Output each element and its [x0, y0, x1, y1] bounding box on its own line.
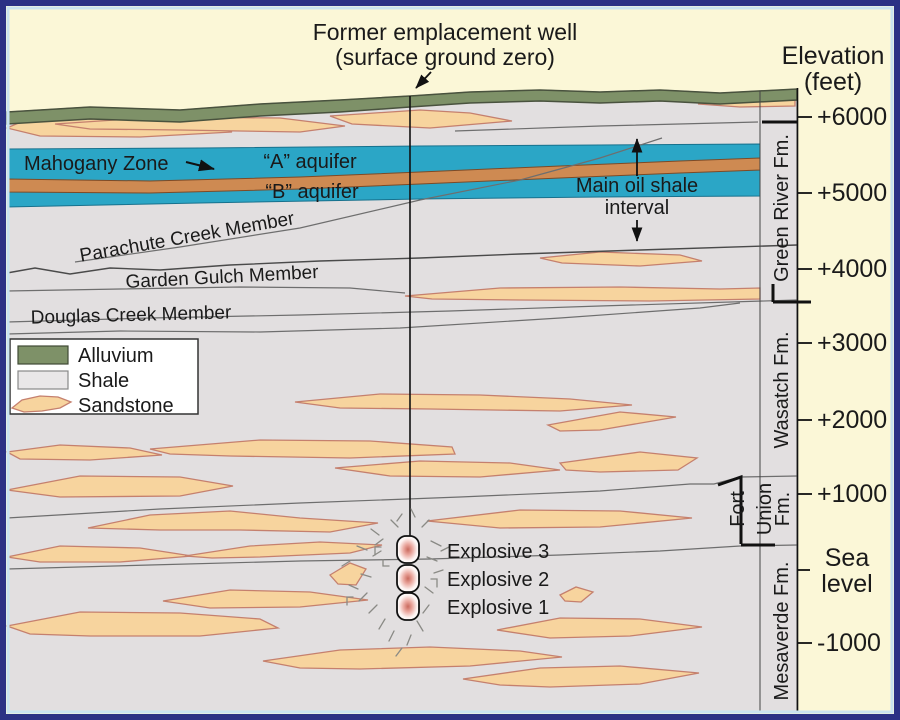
sandstone-lens	[6, 475, 234, 498]
sandstone-lens	[426, 509, 693, 529]
legend-sandstone-label: Sandstone	[78, 395, 174, 417]
explosive-3-label: Explosive 3	[447, 541, 549, 563]
formation-label-fort-fm: Fm.	[772, 492, 794, 526]
tick-2000: +2000	[817, 406, 887, 434]
legend-alluvium-swatch	[17, 345, 69, 365]
tick-sea-level-1: Sea	[825, 544, 870, 572]
oil-shale-label-line2: interval	[605, 197, 669, 219]
mahogany-zone-label: Mahogany Zone	[24, 153, 169, 175]
explosive-1-capsule	[396, 592, 420, 621]
inner-frame	[6, 6, 894, 714]
title-line1: Former emplacement well	[313, 19, 578, 45]
sandstone-lens	[558, 451, 699, 473]
legend-shale-swatch	[17, 370, 69, 390]
sandstone-lens	[4, 611, 281, 637]
elevation-scale: Elevation (feet) +6000 +5000 +4000 +3000…	[782, 42, 888, 657]
sandstone-lens	[462, 665, 700, 688]
legend-sandstone-swatch	[10, 395, 73, 413]
tick-3000: +3000	[817, 329, 887, 357]
sandstone-lens	[545, 411, 677, 432]
explosives-zone: Explosive 3 Explosive 2 Explosive 1	[341, 508, 549, 657]
sandstone-lens	[329, 109, 513, 129]
legend: Alluvium Shale Sandstone	[9, 338, 199, 417]
explosive-3-capsule	[396, 535, 420, 564]
sandstone-lens	[328, 562, 367, 586]
parachute-contact	[74, 137, 663, 263]
aquifer-b-label: “B” aquifer	[265, 181, 359, 203]
fort-union-bottom-contact	[6, 544, 798, 570]
garden-gulch-top-contact	[6, 244, 798, 275]
mahogany-arrow	[185, 159, 215, 172]
oil-shale-label-line1: Main oil shale	[576, 175, 698, 197]
sandstone-lens	[294, 393, 633, 412]
formation-label-fort: Fort	[727, 491, 749, 527]
sandstone-lens	[4, 444, 163, 461]
douglas-contact-b	[6, 302, 741, 335]
aquifer-a-label: “A” aquifer	[263, 151, 357, 173]
sandstone-lens	[262, 646, 563, 670]
title-arrow	[415, 71, 432, 89]
tick-4000: +4000	[817, 255, 887, 283]
sandstone-lens	[334, 460, 561, 478]
tick-1000: +1000	[817, 480, 887, 508]
formation-label-union: Union	[754, 483, 776, 535]
elevation-heading: Elevation	[782, 42, 885, 70]
sandstone-lens	[496, 617, 703, 639]
explosive-2-label: Explosive 2	[447, 569, 549, 591]
garden-gulch-bottom-contact	[6, 286, 406, 294]
explosive-1-label: Explosive 1	[447, 597, 549, 619]
elevation-heading-units: (feet)	[804, 68, 862, 96]
title-line2: (surface ground zero)	[335, 44, 555, 70]
fort-union-bracket	[717, 474, 743, 544]
tick-6000: +6000	[817, 103, 887, 131]
aquifer-bands	[6, 143, 761, 208]
formation-label-green-river: Green River Fm.	[771, 134, 793, 282]
formation-label-mesaverde: Mesaverde Fm.	[771, 562, 793, 701]
tick-sea-level-2: level	[821, 570, 872, 598]
oil-shale-top-contact	[454, 121, 759, 132]
sandstone-lens	[558, 586, 595, 603]
formation-strip: Green River Fm. Wasatch Fm. Fort Union F…	[717, 88, 811, 713]
fracture-marks	[341, 508, 450, 657]
sandstone-lenses	[4, 96, 796, 688]
sandstone-lens	[162, 589, 369, 609]
legend-shale-label: Shale	[78, 370, 129, 392]
formation-label-wasatch: Wasatch Fm.	[771, 331, 793, 448]
sandstone-lens	[149, 439, 456, 459]
sandstone-lens	[87, 510, 379, 533]
elevation-ticks	[798, 116, 812, 644]
tick-minus-1000: -1000	[817, 629, 881, 657]
douglas-contact-a	[6, 299, 798, 323]
explosive-2-capsule	[396, 564, 420, 593]
tick-5000: +5000	[817, 179, 887, 207]
legend-alluvium-label: Alluvium	[78, 345, 154, 367]
